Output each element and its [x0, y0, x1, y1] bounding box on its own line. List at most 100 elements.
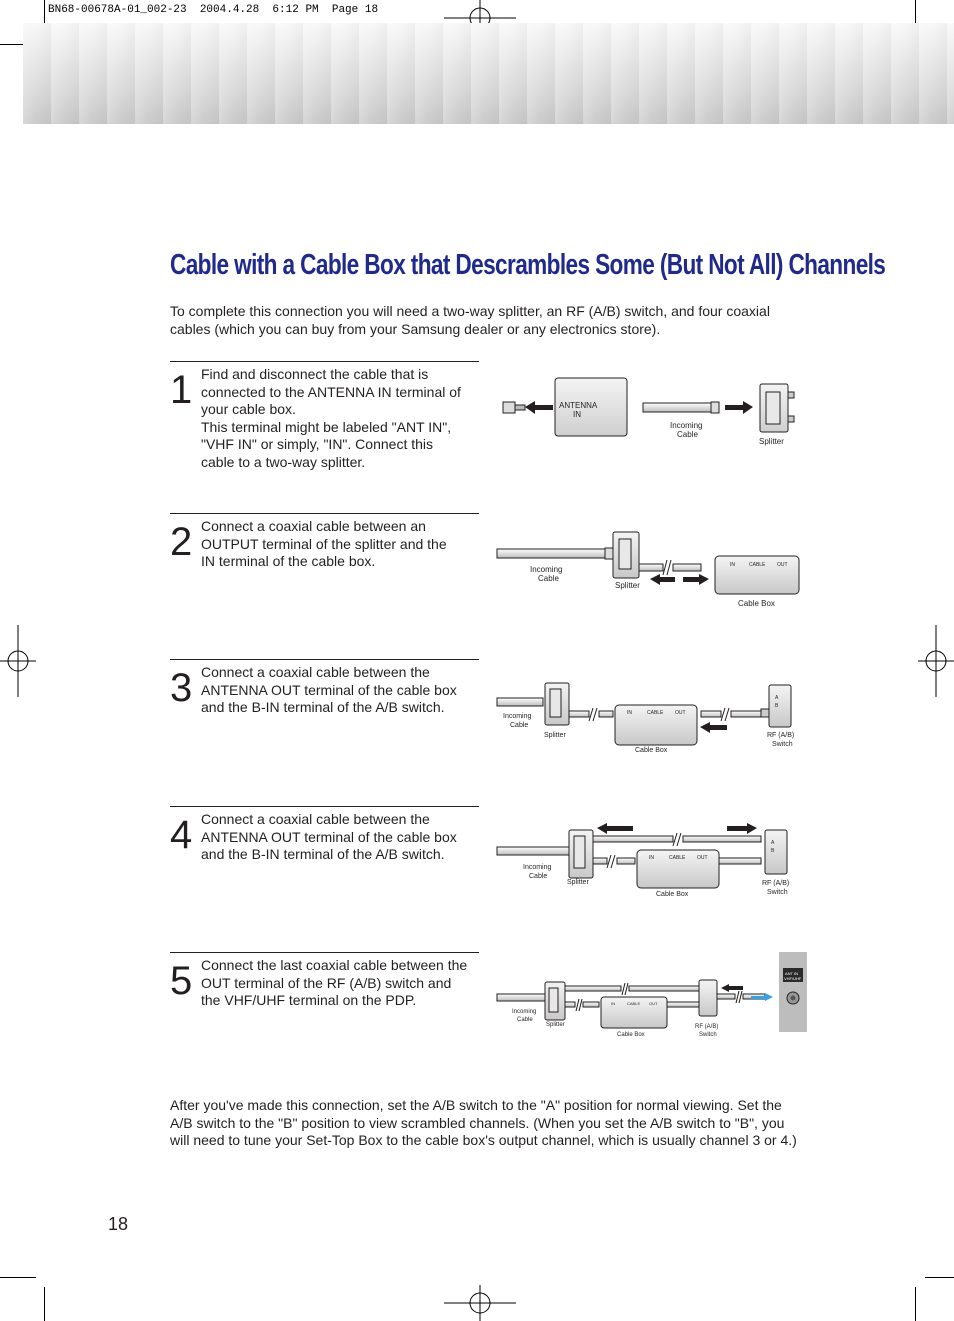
arrow-right-icon — [751, 993, 773, 1001]
step-text: Connect the last coaxial cable between t… — [201, 957, 468, 1008]
connector-icon — [502, 401, 516, 414]
svg-text:IN: IN — [649, 855, 654, 861]
svg-text:ANT IN: ANT IN — [785, 971, 798, 976]
svg-text:RF (A/B): RF (A/B) — [767, 732, 794, 739]
print-slug: BN68-00678A-01_002-23 2004.4.28 6:12 PM … — [48, 4, 379, 16]
svg-text:Splitter: Splitter — [546, 1022, 565, 1028]
registration-mark — [0, 625, 36, 697]
svg-text:Incoming: Incoming — [512, 1009, 536, 1015]
incoming-cable — [496, 548, 608, 559]
svg-text:Splitter: Splitter — [759, 437, 784, 446]
svg-text:CABLE: CABLE — [627, 1001, 640, 1006]
svg-text:IN: IN — [573, 410, 581, 419]
crop-mark — [44, 0, 45, 36]
figure-step-1: ANTENNA IN Incoming Cable Splitter — [495, 372, 805, 452]
page-title: Cable with a Cable Box that Descrambles … — [170, 249, 886, 281]
svg-text:Splitter: Splitter — [544, 732, 566, 739]
svg-text:B: B — [775, 703, 779, 709]
svg-text:IN: IN — [730, 562, 735, 568]
svg-text:Switch: Switch — [772, 741, 793, 748]
rf-switch-icon — [768, 684, 792, 728]
svg-text:Switch: Switch — [767, 889, 788, 896]
step-5: 5 Connect the last coaxial cable between… — [170, 952, 479, 1073]
rf-switch-icon — [764, 829, 788, 875]
arrow-left-icon — [700, 722, 727, 733]
svg-text:Cable Box: Cable Box — [738, 599, 775, 608]
svg-text:OUT: OUT — [777, 562, 788, 568]
incoming-cable — [496, 993, 546, 1002]
arrow-left-icon — [525, 401, 553, 414]
step-number: 5 — [170, 959, 193, 1003]
figure-step-5: Incoming Cable Splitter IN CABLE OUT Cab… — [495, 950, 810, 1040]
antenna-in-panel — [554, 377, 628, 437]
incoming-cable — [496, 846, 570, 856]
svg-text:OUT: OUT — [675, 710, 686, 716]
step-number: 4 — [170, 813, 193, 857]
closing-paragraph: After you've made this connection, set t… — [170, 1097, 797, 1148]
registration-mark — [918, 625, 954, 697]
step-number: 3 — [170, 666, 193, 710]
svg-text:IN: IN — [611, 1001, 615, 1006]
svg-text:A: A — [771, 840, 775, 846]
svg-text:IN: IN — [627, 710, 632, 716]
crop-mark — [915, 1287, 916, 1321]
arrow-right-icon — [725, 401, 753, 414]
svg-text:CABLE: CABLE — [669, 855, 686, 861]
crop-mark — [0, 1277, 36, 1278]
svg-text:Incoming: Incoming — [530, 565, 562, 574]
svg-text:Incoming: Incoming — [503, 713, 532, 720]
figure-step-2: Incoming Cable Splitter IN CABLE OUT Cab… — [495, 522, 805, 612]
registration-mark — [444, 1285, 516, 1321]
svg-text:A: A — [775, 695, 779, 701]
arrow-left-icon — [650, 574, 675, 585]
step-number: 1 — [170, 368, 193, 412]
page-number: 18 — [108, 1214, 129, 1234]
svg-text:RF (A/B): RF (A/B) — [762, 880, 789, 887]
cable-box-icon — [636, 849, 720, 889]
svg-text:CABLE: CABLE — [647, 710, 664, 716]
svg-text:RF (A/B): RF (A/B) — [695, 1024, 718, 1030]
svg-text:Cable: Cable — [529, 873, 547, 880]
incoming-cable — [642, 402, 714, 413]
svg-text:B: B — [771, 848, 775, 854]
svg-text:Cable: Cable — [517, 1017, 533, 1023]
svg-text:Cable: Cable — [677, 430, 698, 439]
figure-step-4: Incoming Cable Splitter IN CABLE OUT Cab… — [495, 822, 810, 902]
svg-text:Cable: Cable — [510, 722, 528, 729]
intro-paragraph: To complete this connection you will nee… — [170, 303, 770, 337]
figure-step-3: Incoming Cable Splitter IN CABLE OUT Cab… — [495, 675, 810, 757]
svg-text:VHF/UHF: VHF/UHF — [784, 976, 802, 981]
crop-mark — [44, 1287, 45, 1321]
svg-text:Incoming: Incoming — [670, 421, 702, 430]
antenna-label: ANTENNA — [559, 401, 598, 410]
arrow-left-icon — [597, 823, 633, 834]
svg-text:Cable Box: Cable Box — [617, 1032, 645, 1038]
rf-switch-icon — [698, 979, 718, 1017]
svg-text:Splitter: Splitter — [615, 581, 640, 590]
crop-mark — [0, 44, 24, 45]
cable-box-icon — [714, 555, 800, 595]
svg-text:Incoming: Incoming — [523, 864, 552, 871]
arrow-right-icon — [683, 574, 709, 585]
svg-text:Switch: Switch — [699, 1032, 717, 1038]
header-banner — [23, 23, 954, 124]
svg-text:Cable Box: Cable Box — [635, 747, 668, 754]
crop-mark — [925, 1277, 954, 1278]
step-number: 2 — [170, 520, 193, 564]
svg-text:OUT: OUT — [649, 1001, 658, 1006]
svg-text:Splitter: Splitter — [567, 879, 589, 886]
svg-text:Cable Box: Cable Box — [656, 891, 689, 898]
svg-text:OUT: OUT — [697, 855, 708, 861]
cable-box-icon — [614, 704, 698, 746]
crop-mark — [915, 0, 916, 36]
svg-text:Cable: Cable — [538, 574, 559, 583]
arrow-right-icon — [727, 823, 757, 834]
